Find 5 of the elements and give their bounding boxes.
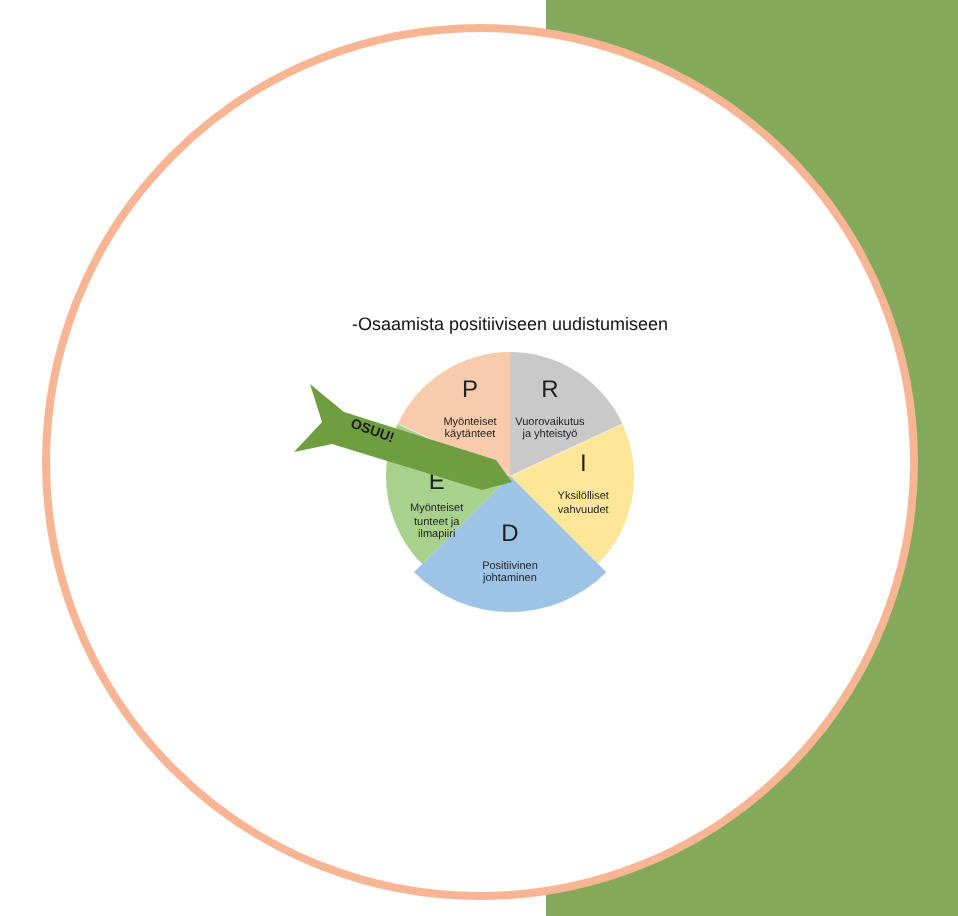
segment-letter: I [579,451,587,478]
segment-letter: R [541,376,559,403]
segment-letter: P [462,376,478,403]
segment-letter: D [501,520,519,547]
title: -Osaamista positiiviseen uudistumiseen [349,314,671,334]
